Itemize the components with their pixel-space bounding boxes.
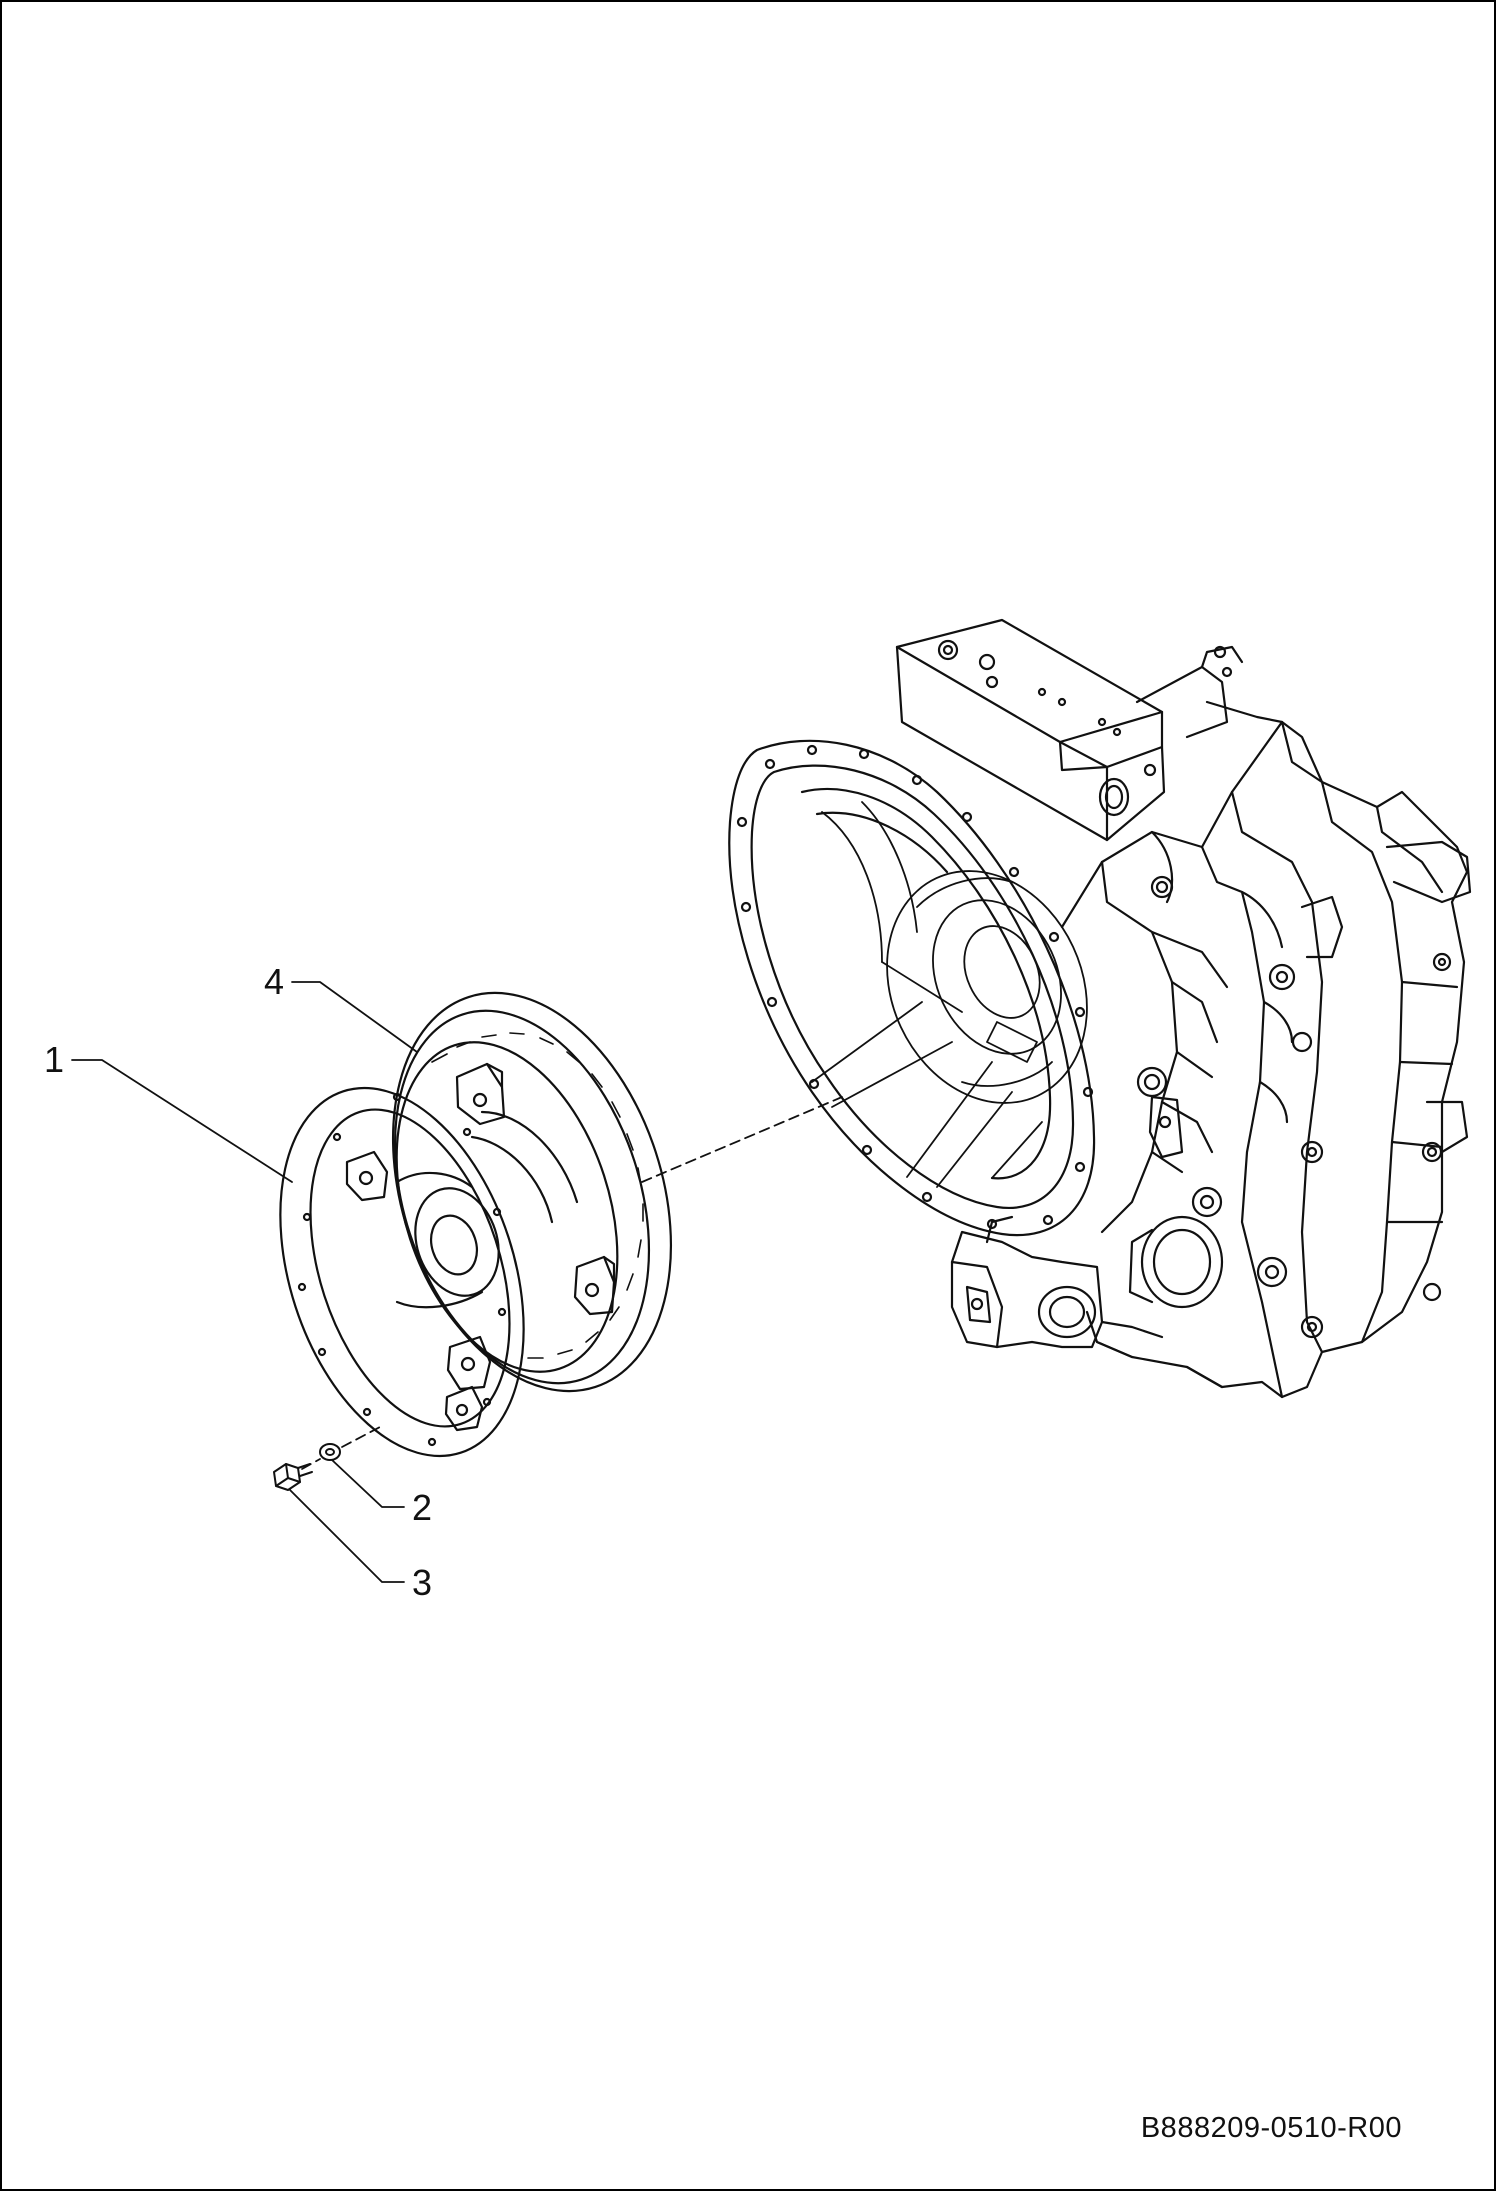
housing-interior — [811, 801, 1088, 1188]
bell-housing-flange — [728, 739, 1096, 1237]
leader-3 — [289, 1489, 405, 1583]
control-valve-block — [895, 618, 1284, 842]
leader-2 — [331, 1459, 405, 1508]
callout-1: 1 — [44, 1039, 65, 1080]
part-4-torque-converter — [391, 991, 673, 1393]
leader-1 — [71, 1059, 293, 1183]
part-1-flex-plate — [279, 1086, 525, 1458]
transmission-housing — [728, 618, 1472, 1399]
leader-lines — [71, 981, 418, 1583]
part-2-washer — [319, 1443, 341, 1461]
callout-3: 3 — [412, 1562, 433, 1603]
drawing-code: B888209-0510-R00 — [1140, 2112, 1402, 2144]
assembly-centerlines — [301, 1096, 843, 1470]
converter-teeth — [431, 1032, 644, 1359]
leader-4 — [291, 981, 418, 1053]
housing-body — [950, 720, 1472, 1399]
callout-2: 2 — [412, 1487, 433, 1528]
part-3-bolt — [273, 1463, 313, 1491]
callout-4: 4 — [264, 961, 285, 1002]
